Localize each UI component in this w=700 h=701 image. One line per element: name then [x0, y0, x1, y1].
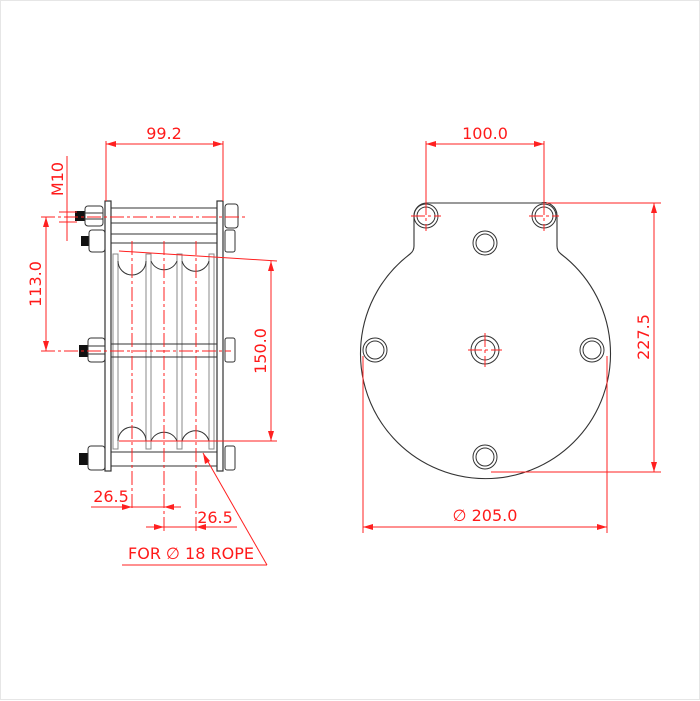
dim-bolt-size: M10: [48, 162, 67, 196]
left-side-plate: [104, 200, 112, 472]
side-view: 99.2 M10 113.0 150.0 26.5 26.5 FOR ∅ 18 …: [26, 124, 278, 566]
dim-hole-spacing: 100.0: [462, 124, 508, 143]
right-side-plate: [216, 200, 224, 472]
hole-left: [362, 337, 388, 363]
dim-bolt-spacing: 113.0: [26, 261, 45, 307]
bolt-bottom-left: [79, 445, 106, 471]
rope-note: FOR ∅ 18 ROPE: [128, 544, 254, 563]
hole-upper-center: [472, 230, 498, 256]
nut-second-right: [224, 229, 236, 253]
bolt-middle-left: [79, 337, 106, 363]
nut-bottom-right: [224, 445, 236, 471]
bolt-top-left: [75, 205, 104, 227]
dim-height: 227.5: [634, 314, 653, 360]
dim-pitch-2: 26.5: [197, 508, 233, 527]
bolt-second-left: [81, 229, 106, 253]
dim-pitch-1: 26.5: [93, 487, 129, 506]
dim-sheave-span: 150.0: [251, 328, 270, 374]
plate-outline: [360, 202, 611, 480]
dim-width-top: 99.2: [146, 124, 182, 143]
front-view: 100.0 227.5 ∅ 205.0: [360, 124, 661, 533]
hole-right: [579, 337, 605, 363]
nut-middle-right: [224, 337, 236, 363]
dim-diameter: ∅ 205.0: [453, 506, 518, 525]
hole-bottom: [472, 444, 498, 470]
nut-top-right: [224, 203, 239, 229]
